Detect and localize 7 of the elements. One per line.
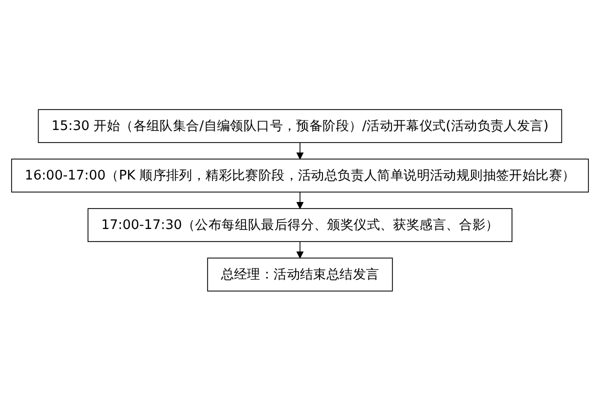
node-box: 15:30 开始（各组队集合/自编领队口号，预备阶段）/活动开幕仪式(活动负责人发言) — [38, 108, 562, 143]
node-box: 16:00-17:00（PK 顺序排列，精彩比赛阶段，活动总负责人简单说明活动规则抽签开始比赛） — [11, 158, 589, 192]
arrow — [296, 191, 304, 209]
arrow — [296, 142, 304, 160]
node-box: 17:00-17:30（公布每组队最后得分、颁奖仪式、获奖感言、合影） — [88, 208, 512, 242]
node-box: 总经理：活动结束总结发言 — [207, 257, 393, 292]
arrow — [296, 240, 304, 258]
